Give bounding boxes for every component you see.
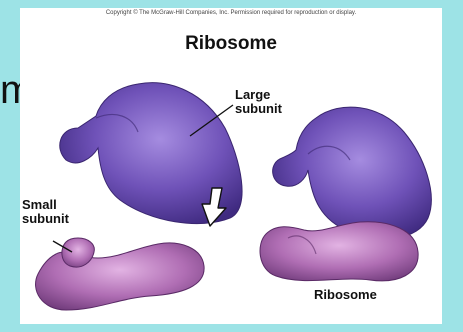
small-subunit-label-line2: subunit [22, 212, 69, 226]
ribosome-illustration [20, 8, 442, 324]
large-subunit-right [273, 107, 432, 239]
small-subunit-label-line1: Small [22, 198, 69, 212]
ribosome-label: Ribosome [314, 288, 377, 302]
small-subunit-label: Small subunit [22, 198, 69, 226]
ribosome-figure: Copyright © The McGraw-Hill Companies, I… [20, 8, 442, 324]
small-subunit-left [36, 238, 205, 310]
large-subunit-label-line2: subunit [235, 102, 282, 116]
large-subunit-label-line1: Large [235, 88, 282, 102]
large-subunit-label: Large subunit [235, 88, 282, 116]
small-subunit-right [260, 222, 418, 281]
